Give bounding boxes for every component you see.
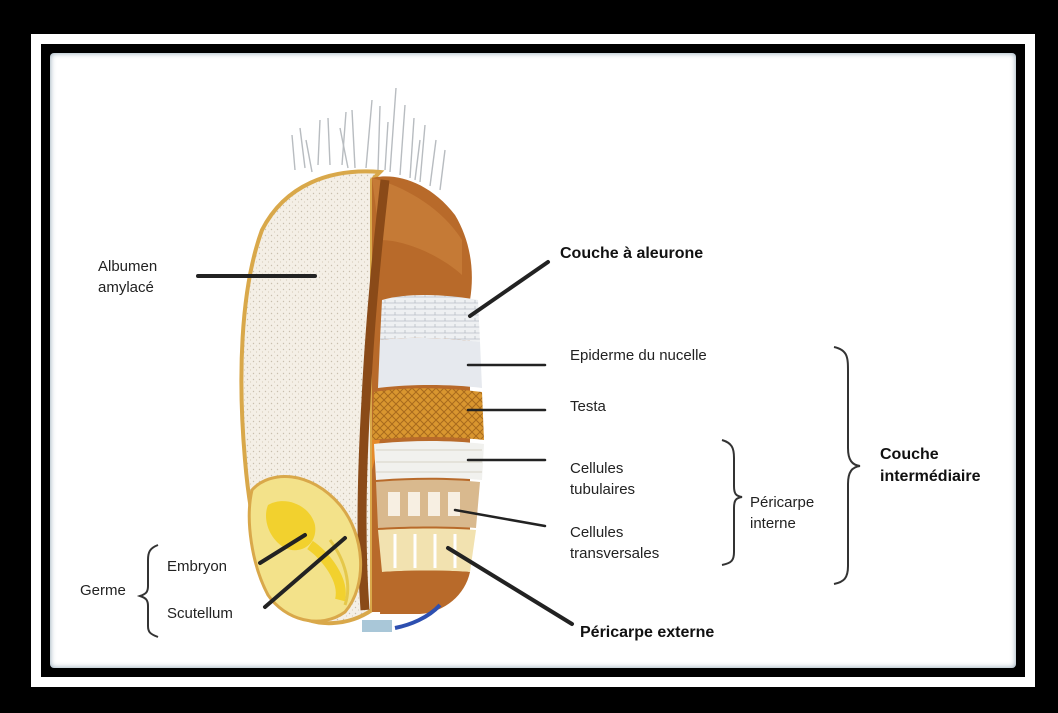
label-cellules-tubulaires: Cellules tubulaires [570, 458, 635, 500]
label-cellules-transversales: Cellules transversales [570, 522, 659, 564]
logo-mark [362, 620, 392, 632]
label-couche-aleurone: Couche à aleurone [560, 243, 703, 264]
label-scutellum: Scutellum [167, 603, 233, 624]
label-transversales-line2: transversales [570, 543, 659, 564]
label-germe: Germe [80, 580, 126, 601]
epiderme-nucelle-layer [378, 338, 482, 388]
label-testa: Testa [570, 396, 606, 417]
label-albumen-line1: Albumen [98, 256, 157, 277]
label-tubulaires-line2: tubulaires [570, 479, 635, 500]
testa-layer [372, 388, 484, 440]
label-couche-intermediaire: Couche intermédiaire [880, 444, 980, 488]
label-embryon: Embryon [167, 556, 227, 577]
aleurone-layer [380, 295, 480, 342]
label-intermediaire-line1: Couche [880, 444, 980, 466]
label-pericarpe-interne-line2: interne [750, 513, 814, 534]
label-pericarpe-interne-line1: Péricarpe [750, 492, 814, 513]
pericarpe-externe-layer [378, 529, 476, 573]
label-epiderme-nucelle: Epiderme du nucelle [570, 345, 707, 366]
label-tubulaires-line1: Cellules [570, 458, 635, 479]
label-transversales-line1: Cellules [570, 522, 659, 543]
label-albumen-amylace: Albumen amylacé [98, 256, 157, 298]
label-pericarpe-interne: Péricarpe interne [750, 492, 814, 534]
label-intermediaire-line2: intermédiaire [880, 466, 980, 488]
label-albumen-line2: amylacé [98, 277, 157, 298]
label-pericarpe-externe: Péricarpe externe [580, 622, 714, 643]
